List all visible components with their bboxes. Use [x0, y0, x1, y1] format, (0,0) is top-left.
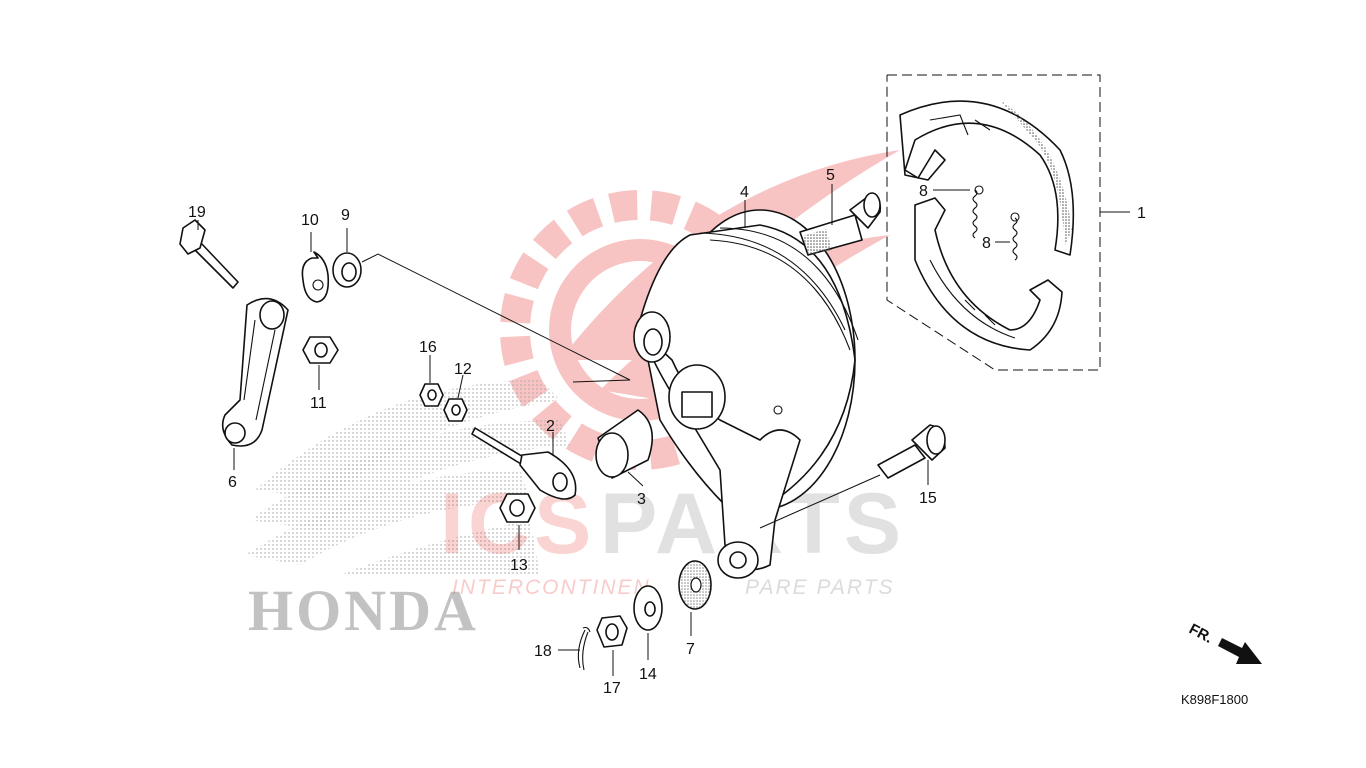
diagram-code: K898F1800 [1181, 692, 1248, 707]
watermark-honda-text: HONDA [248, 578, 479, 643]
brake-panel [633, 200, 881, 579]
callout-8a: 8 [919, 183, 928, 200]
watermark-tagline-b: PARE PARTS [745, 576, 895, 599]
callout-3: 3 [637, 491, 646, 508]
nut-11 [302, 336, 339, 390]
callout-6: 6 [228, 474, 237, 491]
callout-11: 11 [310, 395, 327, 412]
spring-icon [1012, 217, 1018, 261]
arrow-right-down-icon [1218, 638, 1262, 664]
callout-2: 2 [546, 418, 555, 435]
callout-16: 16 [419, 339, 437, 356]
spring-icon [972, 189, 978, 239]
brake-shoe-kit [886, 74, 1130, 371]
callout-15: 15 [919, 490, 937, 507]
bolt-15 [877, 424, 946, 485]
collar [595, 409, 654, 487]
callout-14: 14 [639, 666, 657, 683]
callout-labels: 1 2 3 4 5 6 7 8 8 9 10 11 12 13 14 15 16… [188, 167, 1146, 697]
callout-13: 13 [510, 557, 528, 574]
callout-1: 1 [1137, 205, 1146, 222]
callout-5: 5 [826, 167, 835, 184]
nuts-16-12 [419, 355, 468, 422]
callout-9: 9 [341, 207, 350, 224]
brake-camshaft [799, 184, 882, 256]
bolt-19 [179, 219, 239, 289]
callout-17: 17 [603, 680, 621, 697]
nut-13 [499, 493, 536, 550]
front-label: FR. [1186, 621, 1215, 647]
small-hardware [558, 560, 712, 676]
stopper-arm [221, 297, 289, 470]
callout-8b: 8 [982, 235, 991, 252]
callout-19: 19 [188, 204, 206, 221]
front-direction-indicator: FR. [1186, 621, 1262, 664]
callout-18: 18 [534, 643, 552, 660]
callout-4: 4 [740, 184, 749, 201]
watermark-honda-wing [245, 380, 570, 575]
washer-seal [301, 228, 631, 383]
callout-7: 7 [686, 641, 695, 658]
callout-10: 10 [301, 212, 319, 229]
callout-12: 12 [454, 361, 472, 378]
brake-rod-arm [471, 427, 577, 500]
watermark-tagline-a: INTERCONTINEN [452, 576, 651, 599]
